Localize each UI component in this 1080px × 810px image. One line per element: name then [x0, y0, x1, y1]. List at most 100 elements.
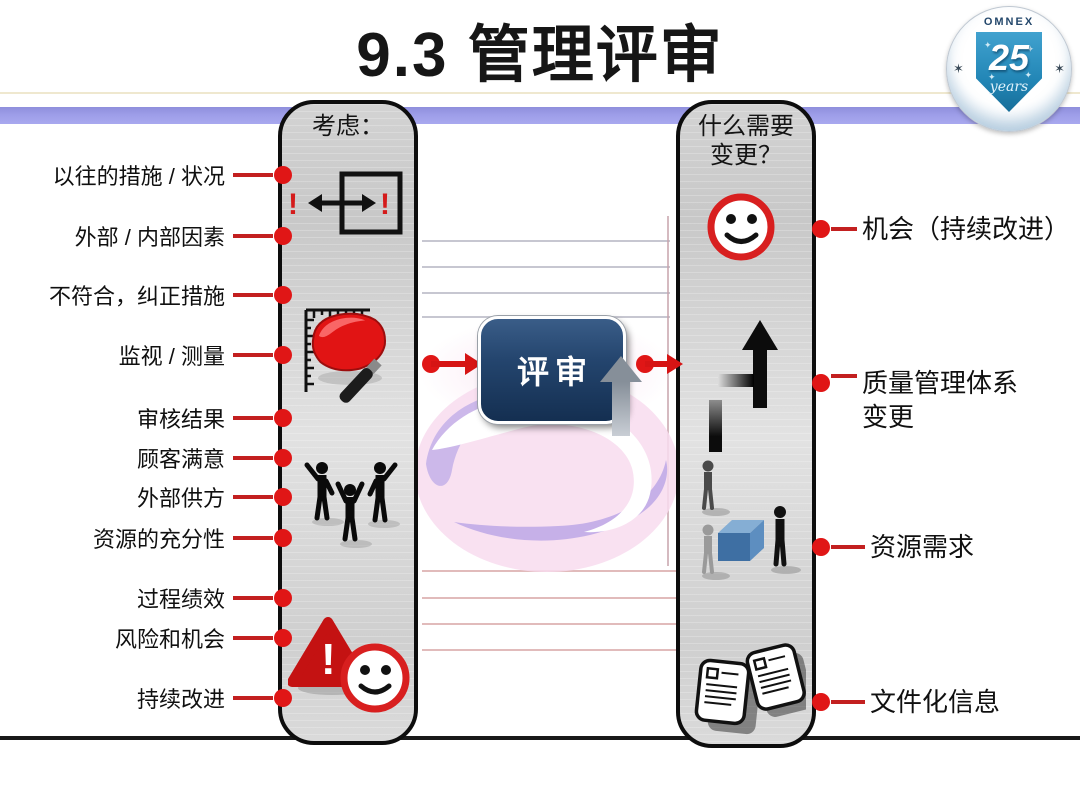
omnex-logo: OMNEX ✶ ✶ ✦ ✦ ✦ ✦ 25 years	[946, 6, 1072, 132]
connector-dot	[812, 374, 830, 392]
context-two-way-arrow-icon: ! !	[288, 171, 403, 235]
consideration-label: 过程绩效	[136, 587, 225, 612]
connector-line	[233, 234, 273, 238]
cream-divider-line	[0, 92, 1080, 94]
consideration-label: 监视 / 测量	[118, 344, 225, 369]
consideration-row: 风险和机会	[115, 623, 292, 653]
changes-panel: 什么需要 变更？	[676, 100, 816, 748]
consideration-row: 外部供方	[137, 482, 292, 512]
change-label: 机会（持续改进）	[862, 214, 1071, 244]
change-row: 质量管理体系 变更	[812, 366, 1018, 434]
purple-band	[0, 107, 1080, 124]
consideration-label: 外部 / 内部因素	[74, 225, 225, 250]
considerations-panel-header: 考虑：	[312, 113, 384, 140]
consideration-label: 风险和机会	[114, 627, 225, 652]
spark-icon: ✦	[1026, 44, 1034, 54]
change-row: 资源需求	[812, 530, 974, 564]
background-gridline	[422, 649, 676, 651]
svg-text:!: !	[380, 188, 390, 221]
star-icon: ✶	[953, 61, 964, 76]
change-label-line2: 变更	[862, 402, 915, 432]
connector-dot	[812, 538, 830, 556]
connector-line	[831, 700, 865, 704]
changes-panel-header-line1: 什么需要	[698, 113, 794, 140]
consideration-label: 审核结果	[136, 407, 225, 432]
connector-line	[233, 636, 273, 640]
output-arrow-icon	[636, 354, 683, 374]
background-gridline	[422, 597, 676, 599]
connector-line	[233, 353, 273, 357]
change-label-line1: 质量管理体系	[862, 368, 1019, 398]
connector-line	[233, 456, 273, 460]
logo-years-caption: years	[989, 79, 1029, 95]
review-button: 评审	[478, 316, 626, 424]
people-raising-hands-icon	[304, 462, 400, 548]
connector-dot	[812, 693, 830, 711]
change-row: 机会（持续改进）	[812, 212, 1070, 246]
logo-brand-text: OMNEX	[983, 16, 1035, 28]
consideration-row: 持续改进	[137, 683, 292, 713]
consideration-label: 不符合，纠正措施	[48, 284, 225, 309]
page-title: 9.3 管理评审	[356, 21, 724, 90]
connector-dot	[274, 589, 292, 607]
connector-line	[233, 536, 273, 540]
connector-line	[233, 293, 273, 297]
connector-dot	[274, 286, 292, 304]
spark-icon: ✦	[1024, 70, 1032, 80]
consideration-row: 审核结果	[137, 403, 292, 433]
connector-dot	[274, 488, 292, 506]
consideration-row: 监视 / 测量	[119, 340, 292, 370]
consideration-row: 以往的措施 / 状况	[53, 160, 292, 190]
connector-line	[233, 696, 273, 700]
considerations-panel: 考虑： ! !	[278, 100, 418, 745]
warning-triangle-smiley-icon: !	[288, 617, 410, 713]
input-arrow-icon	[422, 353, 482, 375]
connector-dot	[274, 629, 292, 647]
consideration-row: 外部 / 内部因素	[75, 221, 292, 251]
resources-people-cube-icon	[702, 460, 801, 580]
connector-line	[233, 173, 273, 177]
changes-panel-header-line2: 变更？	[710, 142, 782, 169]
connector-line	[831, 227, 857, 231]
consideration-label: 持续改进	[136, 687, 225, 712]
measurement-magnifier-icon	[304, 308, 386, 403]
change-label: 文件化信息	[870, 687, 1001, 717]
smiley-opportunity-icon	[707, 193, 775, 261]
connector-dot	[274, 227, 292, 245]
consideration-row: 顾客满意	[137, 443, 292, 473]
documents-icon	[694, 643, 806, 735]
background-gridline	[422, 240, 670, 242]
connector-dot	[274, 409, 292, 427]
consideration-label: 资源的充分性	[92, 527, 225, 552]
consideration-label: 以往的措施 / 状况	[52, 164, 225, 189]
svg-text:!: !	[288, 188, 298, 221]
background-gridline	[422, 292, 670, 294]
change-row: 文件化信息	[812, 685, 1000, 719]
connector-line	[233, 416, 273, 420]
background-gridline	[422, 266, 670, 268]
connector-dot	[274, 449, 292, 467]
up-arrow-change-icon	[709, 320, 778, 452]
review-button-label: 评审	[516, 354, 593, 390]
svg-text:!: !	[321, 635, 336, 684]
gray-up-arrow-icon	[600, 356, 642, 436]
logo-25-number: 25	[988, 37, 1030, 78]
connector-line	[233, 596, 273, 600]
connector-dot	[274, 166, 292, 184]
connector-line	[233, 495, 273, 499]
connector-line	[831, 374, 857, 378]
consideration-label: 顾客满意	[136, 447, 225, 472]
consideration-row: 资源的充分性	[93, 523, 292, 553]
connector-dot	[812, 220, 830, 238]
consideration-label: 外部供方	[136, 486, 225, 511]
background-gridline	[422, 623, 676, 625]
connector-line	[831, 545, 865, 549]
spark-icon: ✦	[984, 40, 992, 50]
consideration-row: 过程绩效	[137, 583, 292, 613]
connector-dot	[274, 529, 292, 547]
change-label: 资源需求	[870, 532, 975, 562]
star-icon: ✶	[1054, 61, 1065, 76]
connector-dot	[274, 346, 292, 364]
consideration-row: 不符合，纠正措施	[49, 280, 292, 310]
